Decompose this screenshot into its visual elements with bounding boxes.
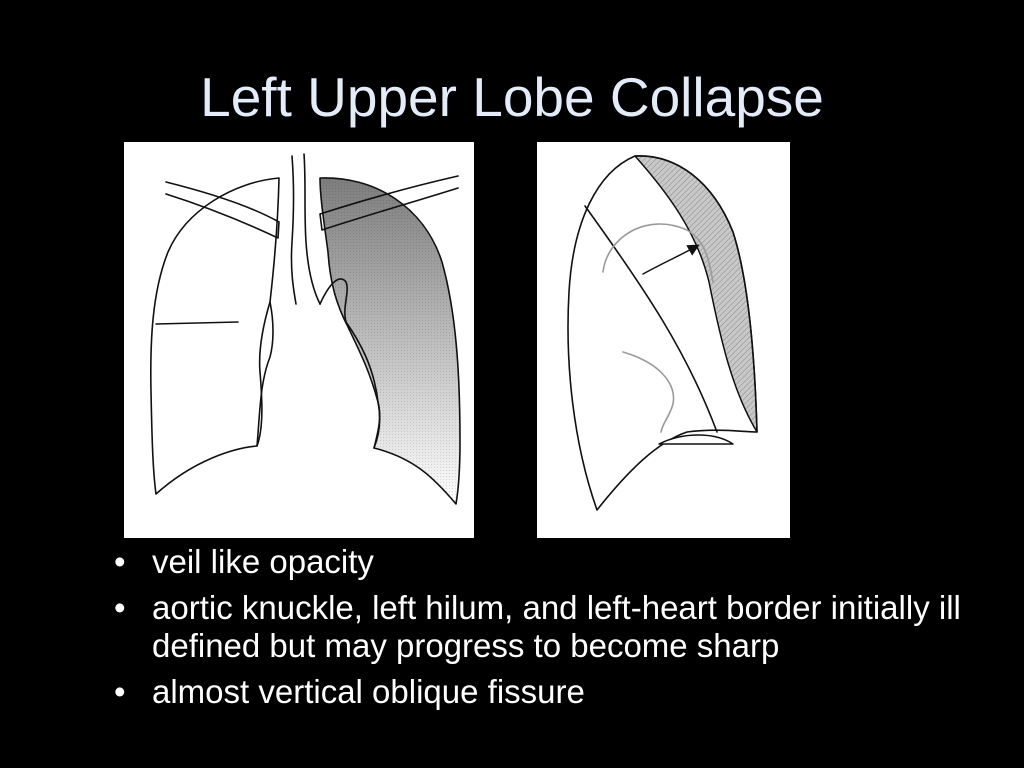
mediastinum-right-border	[256, 301, 274, 447]
right-clavicle	[165, 181, 280, 239]
posterior-contour	[622, 351, 675, 433]
bullet-list: • veil like opacity • aortic knuckle, le…	[114, 543, 994, 719]
left-clavicle	[319, 175, 459, 231]
frontal-chest-xray-diagram-icon	[150, 153, 461, 505]
lateral-chest-diagram	[537, 142, 790, 538]
list-item: • almost vertical oblique fissure	[114, 673, 994, 711]
displacement-arrow	[642, 244, 700, 275]
lateral-chest-xray-diagram-icon	[567, 155, 758, 511]
trachea-right-wall	[290, 155, 297, 305]
collapsed-upper-lobe	[634, 155, 758, 433]
right-lung-outline	[150, 177, 280, 495]
left-heart-border	[345, 321, 381, 449]
trachea-left-wall	[303, 153, 321, 305]
page-title: Left Upper Lobe Collapse	[200, 66, 824, 128]
bullet-marker: •	[114, 543, 126, 580]
lateral-lung-outline	[567, 155, 758, 511]
list-item: • aortic knuckle, left hilum, and left-h…	[114, 589, 994, 665]
frontal-chest-diagram	[124, 142, 474, 538]
bullet-marker: •	[114, 673, 126, 710]
bullet-text: almost vertical oblique fissure	[152, 673, 585, 710]
horizontal-fissure	[155, 321, 239, 325]
list-item: • veil like opacity	[114, 543, 994, 581]
oblique-fissure	[584, 205, 718, 433]
bullet-text: aortic knuckle, left hilum, and left-hea…	[152, 589, 961, 664]
aortic-knuckle	[319, 278, 348, 323]
diaphragm-dome	[658, 434, 734, 445]
bullet-marker: •	[114, 589, 126, 626]
bullet-text: veil like opacity	[152, 543, 374, 580]
original-fissure-position	[602, 223, 714, 283]
